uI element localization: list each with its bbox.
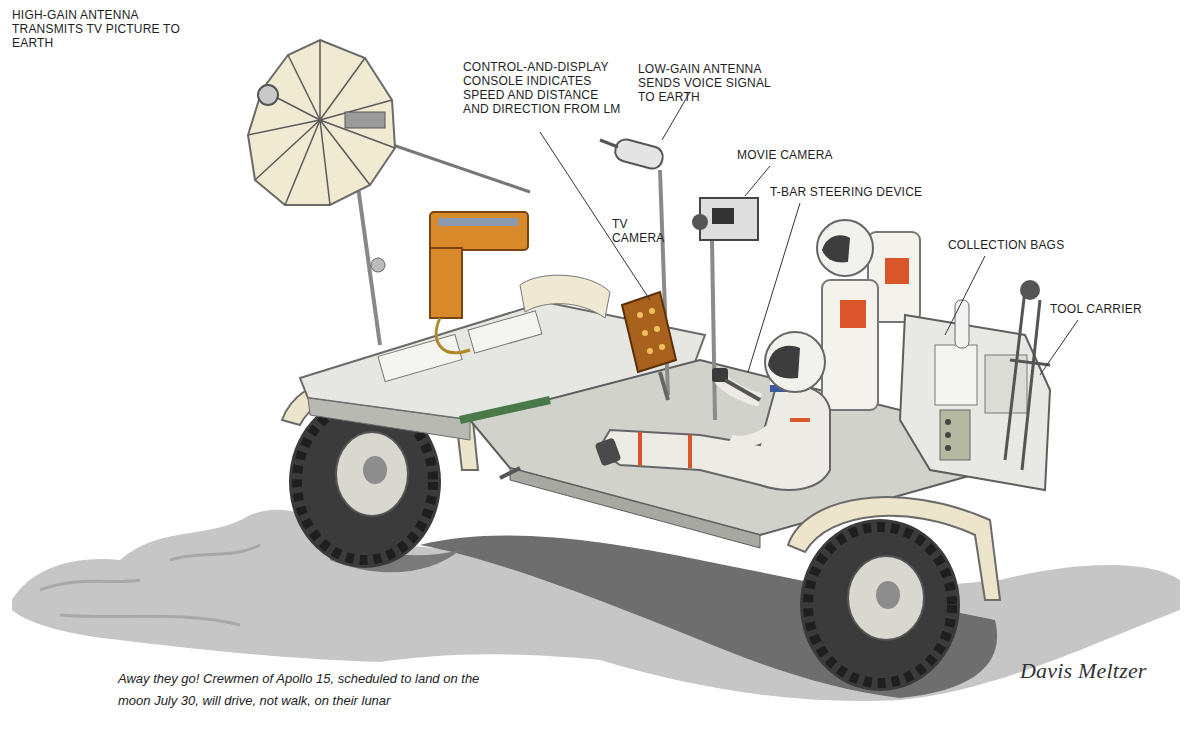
callout-label: TV CAMERA (612, 217, 674, 245)
control-console (622, 292, 676, 372)
tv-camera-mount (430, 248, 462, 318)
driver-seat-back (822, 280, 878, 410)
battery-cover (468, 311, 542, 353)
movie-camera (700, 198, 758, 240)
ground-texture (40, 545, 260, 625)
caption: Away they go! Crewmen of Apollo 15, sche… (118, 668, 488, 712)
console-dials (637, 308, 665, 354)
tool-box-holes (945, 419, 951, 451)
rear-pallet (900, 315, 1050, 490)
chassis-side (308, 398, 470, 440)
t-bar-handle (725, 380, 760, 400)
collection-bag (985, 355, 1027, 413)
frame-stub (500, 468, 520, 478)
floor-edge (510, 468, 760, 548)
callout-label: HIGH-GAIN ANTENNA TRANSMITS TV PICTURE T… (12, 8, 187, 50)
driver-suit (598, 385, 830, 490)
rear-helmet (817, 220, 873, 276)
collection-bag (935, 345, 977, 405)
callout-label: COLLECTION BAGS (948, 238, 1098, 252)
rear-wheel (800, 519, 960, 691)
tools (1005, 290, 1050, 470)
high-gain-dish (248, 40, 395, 205)
tool-box (940, 410, 970, 460)
signature: Davis Meltzer (1020, 658, 1180, 684)
suspension-arm (460, 400, 550, 420)
boot (594, 437, 621, 466)
hub-cap (363, 456, 387, 484)
camera-lens (712, 208, 734, 224)
leader-lines (540, 92, 1078, 375)
antenna-tip (600, 140, 618, 147)
flag-patch (885, 258, 909, 284)
mast-joint (371, 258, 385, 272)
hub-cap (876, 581, 900, 609)
movie-camera-post (712, 240, 715, 420)
low-gain-antenna (613, 137, 665, 171)
callout-label: T-BAR STEERING DEVICE (770, 185, 970, 199)
wheel-hub (336, 432, 408, 516)
wheel-hub (848, 556, 924, 640)
visor (822, 235, 850, 262)
suit-stripes (640, 420, 810, 468)
rake-head (1020, 280, 1040, 300)
camera-front (692, 214, 708, 230)
console-post (660, 372, 668, 400)
crew-footrest-cover (520, 275, 610, 318)
rear-fender (788, 497, 1000, 600)
callout-label: LOW-GAIN ANTENNA SENDS VOICE SIGNAL TO E… (638, 62, 778, 104)
tv-camera (430, 212, 528, 250)
driver-arm (720, 378, 760, 400)
dish-mount (345, 112, 385, 128)
sample-container (955, 300, 969, 348)
flag-patch (840, 300, 866, 328)
callout-label: CONTROL-AND-DISPLAY CONSOLE INDICATES SP… (463, 60, 623, 116)
driver-arm (730, 430, 770, 442)
tv-camera-panel (438, 218, 518, 226)
dish-feed (258, 85, 278, 105)
antenna-mast (355, 165, 380, 345)
dish-ribs (248, 40, 395, 205)
callout-label: MOVIE CAMERA (737, 148, 867, 162)
visor (768, 346, 800, 379)
camera-cable (436, 318, 470, 353)
callout-label: TOOL CARRIER (1050, 302, 1180, 316)
driver-helmet (765, 332, 825, 392)
wheel-tread (808, 527, 952, 683)
battery-cover (378, 334, 462, 381)
